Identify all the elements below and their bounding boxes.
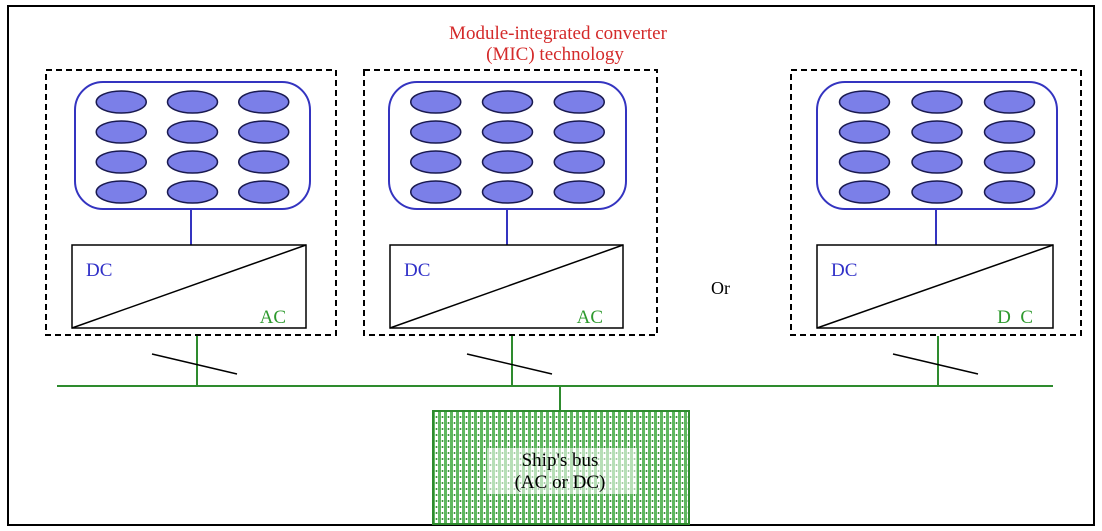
multi-phase-slash — [466, 353, 553, 375]
pv-cell — [95, 120, 147, 144]
mic-module-2: DC AC — [363, 69, 658, 386]
pv-cell — [238, 120, 290, 144]
pv-cell — [911, 90, 963, 114]
converter-input-label: DC — [831, 260, 857, 281]
pv-panel — [74, 81, 311, 210]
multi-phase-slash — [892, 353, 979, 375]
module-dashed-boundary — [45, 69, 337, 336]
pv-cell — [238, 150, 290, 174]
pv-cell — [553, 90, 605, 114]
pv-cell — [911, 150, 963, 174]
pv-cell — [410, 180, 462, 204]
pv-cell — [481, 180, 534, 204]
converter-output-label: AC — [260, 307, 286, 328]
converter-output-label: D C — [997, 307, 1033, 328]
pv-cell — [95, 180, 147, 204]
pv-cell — [553, 150, 605, 174]
pv-cell — [238, 180, 290, 204]
converter-input-label: DC — [86, 260, 112, 281]
pv-cell — [166, 150, 219, 174]
ships-bus-label-line2: (AC or DC) — [515, 472, 606, 493]
or-label: Or — [711, 278, 730, 298]
mic-module-3: DC D C — [790, 69, 1082, 386]
diagram-title-line1: Module-integrated converter — [449, 23, 668, 44]
pv-cell — [838, 90, 891, 114]
pv-cell — [166, 90, 219, 114]
pv-cell — [983, 90, 1036, 114]
multi-phase-slash — [151, 353, 238, 375]
pv-cell — [838, 180, 891, 204]
converter-diagonal — [389, 244, 624, 329]
module-dashed-boundary — [363, 69, 658, 336]
pv-cell — [983, 120, 1036, 144]
converter-output-label: AC — [577, 307, 603, 328]
pv-cell — [911, 120, 963, 144]
pv-cell — [95, 150, 147, 174]
pv-cell — [838, 120, 891, 144]
pv-cell — [481, 120, 534, 144]
pv-cell — [553, 120, 605, 144]
converter-diagonal — [816, 244, 1054, 329]
diagram-title-line2: (MIC) technology — [486, 44, 624, 65]
ships-bus-label-line1: Ship's bus — [522, 450, 599, 471]
pv-cell — [95, 90, 147, 114]
pv-cell — [553, 180, 605, 204]
pv-cell — [983, 180, 1036, 204]
pv-cell — [481, 150, 534, 174]
pv-cell — [838, 150, 891, 174]
pv-cell — [410, 90, 462, 114]
pv-cell — [410, 120, 462, 144]
converter-diagonal — [71, 244, 307, 329]
pv-cell — [166, 180, 219, 204]
pv-cell — [238, 90, 290, 114]
pv-cell — [166, 120, 219, 144]
module-dashed-boundary — [790, 69, 1082, 336]
pv-cell — [983, 150, 1036, 174]
mic-module-1: DC AC — [45, 69, 337, 386]
pv-cell — [410, 150, 462, 174]
pv-cell — [911, 180, 963, 204]
converter-input-label: DC — [404, 260, 430, 281]
pv-cell — [481, 90, 534, 114]
